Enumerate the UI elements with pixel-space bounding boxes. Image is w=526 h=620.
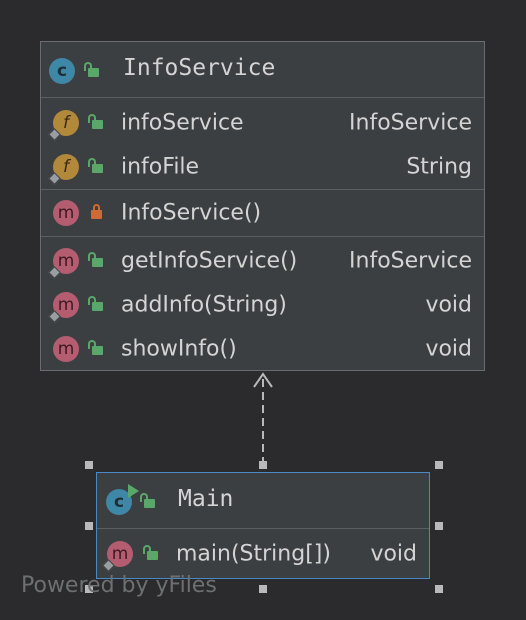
class-title: InfoService (123, 55, 276, 81)
field-type: InfoService (349, 110, 472, 136)
methods-section: m main(String[]) void (97, 529, 429, 578)
class-header: c Main (97, 473, 429, 529)
method-return-type: void (425, 292, 472, 318)
resize-handle-se[interactable] (435, 585, 443, 593)
public-lock-icon (143, 544, 159, 562)
method-name: addInfo(String) (121, 292, 287, 318)
method-row[interactable]: m addInfo(String) void (41, 283, 484, 327)
field-icon: f (48, 110, 79, 141)
method-icon: m (48, 248, 79, 279)
constructors-section: m InfoService() (41, 190, 484, 237)
public-lock-icon (88, 157, 104, 175)
public-lock-icon (88, 113, 104, 131)
resize-handle-nw[interactable] (85, 461, 93, 469)
public-lock-icon (88, 251, 104, 269)
method-return-type: void (425, 336, 472, 362)
public-lock-icon (84, 61, 100, 79)
methods-section: m getInfoService() InfoService m addInfo… (41, 237, 484, 370)
method-name: getInfoService() (121, 248, 298, 274)
field-row[interactable]: f infoService InfoService (41, 101, 484, 145)
constructor-name: InfoService() (121, 200, 262, 226)
class-header: c InfoService (41, 42, 484, 98)
public-lock-icon (88, 339, 104, 357)
method-name: showInfo() (121, 336, 237, 362)
method-row[interactable]: m getInfoService() InfoService (41, 239, 484, 283)
method-icon: m (53, 200, 79, 226)
field-type: String (406, 154, 472, 180)
run-icon (128, 484, 139, 498)
resize-handle-e[interactable] (435, 522, 443, 530)
field-icon: f (48, 154, 79, 185)
yfiles-watermark: Powered by yFiles (21, 573, 217, 598)
field-name: infoService (121, 110, 244, 136)
public-lock-icon (140, 492, 156, 510)
pin-icon (48, 128, 61, 141)
class-node-infoservice[interactable]: c InfoService f infoService InfoService … (40, 41, 485, 371)
method-icon: m (48, 292, 79, 323)
runnable-class-icon: c (106, 484, 139, 515)
method-name: main(String[]) (176, 541, 331, 567)
public-lock-icon (88, 295, 104, 313)
method-row[interactable]: m showInfo() void (41, 327, 484, 371)
resize-handle-sw[interactable] (85, 585, 93, 593)
resize-handle-n[interactable] (259, 461, 267, 469)
constructor-row[interactable]: m InfoService() (41, 191, 484, 235)
resize-handle-ne[interactable] (435, 461, 443, 469)
pin-icon (48, 172, 61, 185)
private-lock-icon (88, 203, 104, 221)
dependency-arrowhead (253, 372, 273, 388)
method-icon: m (53, 336, 79, 362)
resize-handle-w[interactable] (85, 522, 93, 530)
class-node-main[interactable]: c Main m main(String[]) void (96, 472, 430, 579)
field-name: infoFile (121, 154, 200, 180)
method-return-type: InfoService (349, 248, 472, 274)
method-icon: m (102, 541, 133, 572)
field-row[interactable]: f infoFile String (41, 145, 484, 189)
fields-section: f infoService InfoService f infoFile Str… (41, 98, 484, 190)
method-return-type: void (370, 541, 417, 567)
class-icon: c (49, 58, 75, 84)
class-title: Main (178, 486, 234, 512)
method-row[interactable]: m main(String[]) void (97, 532, 429, 576)
resize-handle-s[interactable] (259, 585, 267, 593)
